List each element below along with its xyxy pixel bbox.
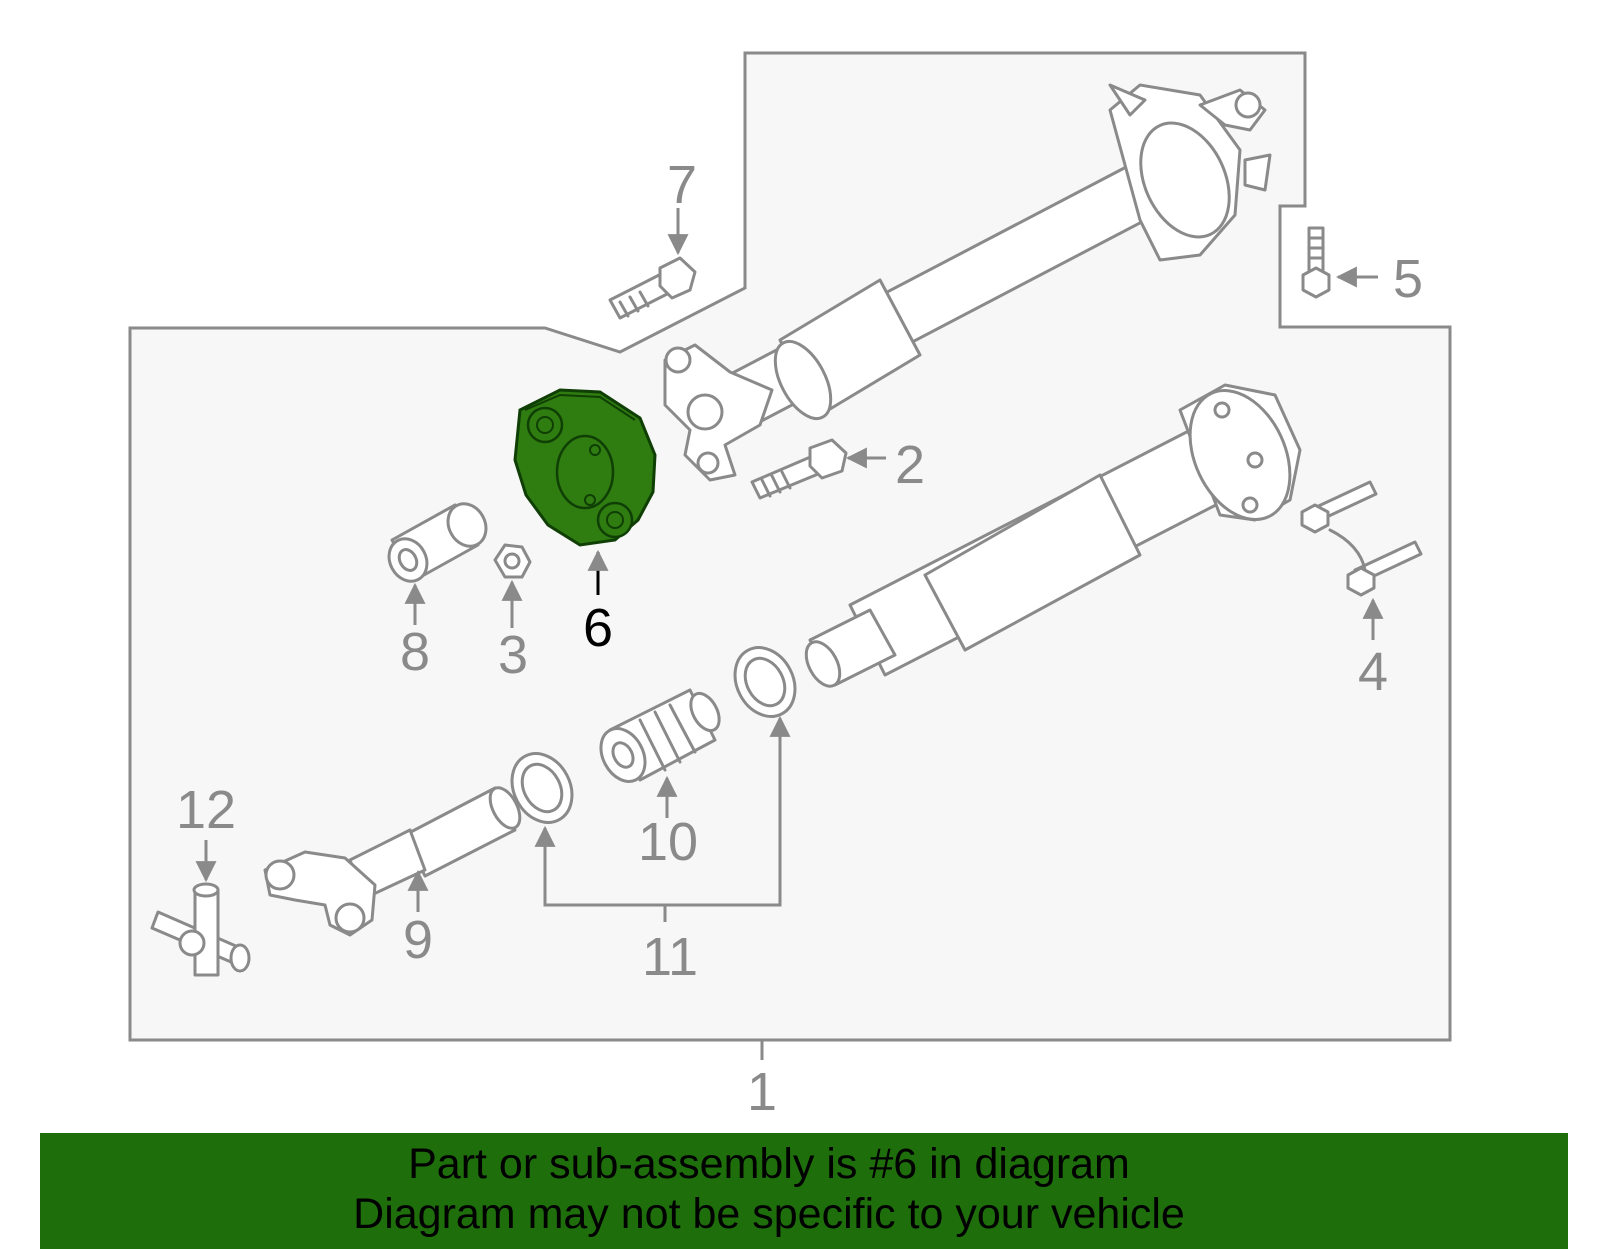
callout-1: 1 bbox=[747, 1062, 777, 1122]
callout-10: 10 bbox=[638, 812, 698, 872]
part-4-bolts bbox=[1300, 480, 1423, 597]
callout-8: 8 bbox=[400, 622, 430, 682]
banner-line-1: Part or sub-assembly is #6 in diagram bbox=[408, 1140, 1130, 1188]
part-9-yoke-shaft bbox=[263, 786, 522, 937]
part-8-bushing bbox=[387, 502, 488, 583]
upper-shaft bbox=[663, 83, 1272, 482]
leader-lines bbox=[195, 208, 1384, 1060]
part-10-boot bbox=[599, 688, 721, 783]
callout-5: 5 bbox=[1393, 249, 1423, 309]
part-2-bolt bbox=[750, 438, 848, 500]
callout-11: 11 bbox=[642, 927, 698, 987]
banner-line-2: Diagram may not be specific to your vehi… bbox=[353, 1190, 1185, 1238]
callout-3: 3 bbox=[498, 625, 528, 685]
callout-4: 4 bbox=[1358, 642, 1388, 702]
lower-shaft bbox=[804, 383, 1302, 688]
callout-7: 7 bbox=[667, 155, 697, 215]
callouts: 7 2 5 8 3 6 4 10 9 11 12 1 bbox=[176, 155, 1423, 1122]
part-3-nut bbox=[493, 543, 532, 579]
callout-6: 6 bbox=[583, 598, 613, 658]
callout-9: 9 bbox=[403, 910, 433, 970]
callout-12: 12 bbox=[176, 780, 236, 840]
part-5-bolt bbox=[1301, 226, 1331, 299]
info-banner: Part or sub-assembly is #6 in diagram Di… bbox=[40, 1133, 1568, 1249]
part-6-flex-coupler[interactable] bbox=[513, 388, 657, 547]
part-12-universal-joint bbox=[150, 882, 251, 977]
assembly-panel bbox=[128, 51, 1452, 1042]
callout-2: 2 bbox=[895, 435, 925, 495]
part-7-bolt bbox=[608, 256, 697, 320]
part-11-seals bbox=[510, 646, 797, 824]
